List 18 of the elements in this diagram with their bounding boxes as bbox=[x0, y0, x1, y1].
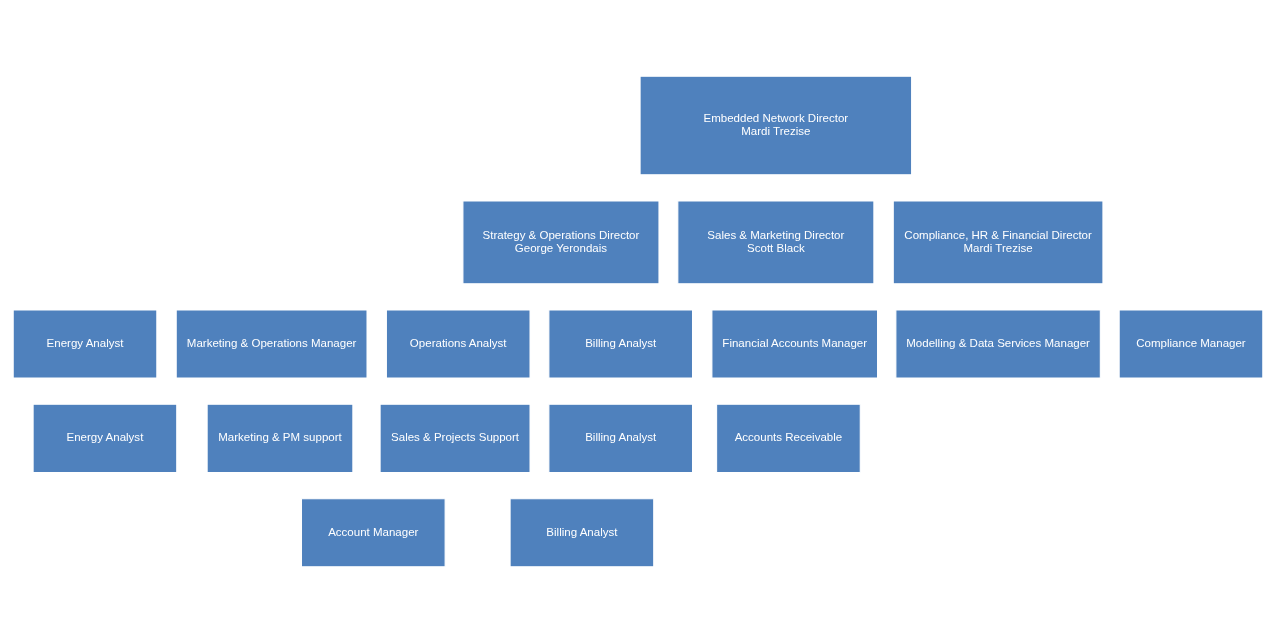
node-box: Financial Accounts Manager bbox=[711, 308, 879, 379]
node-box: Marketing & PM support bbox=[206, 403, 354, 473]
node-box: Modelling & Data Services Manager bbox=[895, 308, 1101, 379]
node-box: Energy Analyst bbox=[12, 308, 158, 379]
node-box: Marketing & Operations Manager bbox=[175, 308, 368, 379]
node-box: Embedded Network Director Mardi Trezise bbox=[639, 75, 913, 175]
node-box: Billing Analyst bbox=[509, 497, 655, 567]
node-box: Strategy & Operations Director George Yerondais bbox=[462, 199, 660, 284]
node-box: Operations Analyst bbox=[385, 308, 531, 379]
node-box: Compliance Manager bbox=[1118, 308, 1264, 379]
node-box: Billing Analyst bbox=[548, 403, 694, 473]
node-box: Accounts Receivable bbox=[716, 403, 861, 473]
node-box: Compliance, HR & Financial Director Mardi Trezise bbox=[892, 199, 1104, 284]
node-box: Sales & Projects Support bbox=[379, 403, 531, 473]
node-box: Billing Analyst bbox=[548, 308, 694, 379]
node-box: Sales & Marketing Director Scott Black bbox=[677, 199, 875, 284]
node-box: Energy Analyst bbox=[32, 403, 178, 473]
node-box: Account Manager bbox=[300, 497, 446, 567]
